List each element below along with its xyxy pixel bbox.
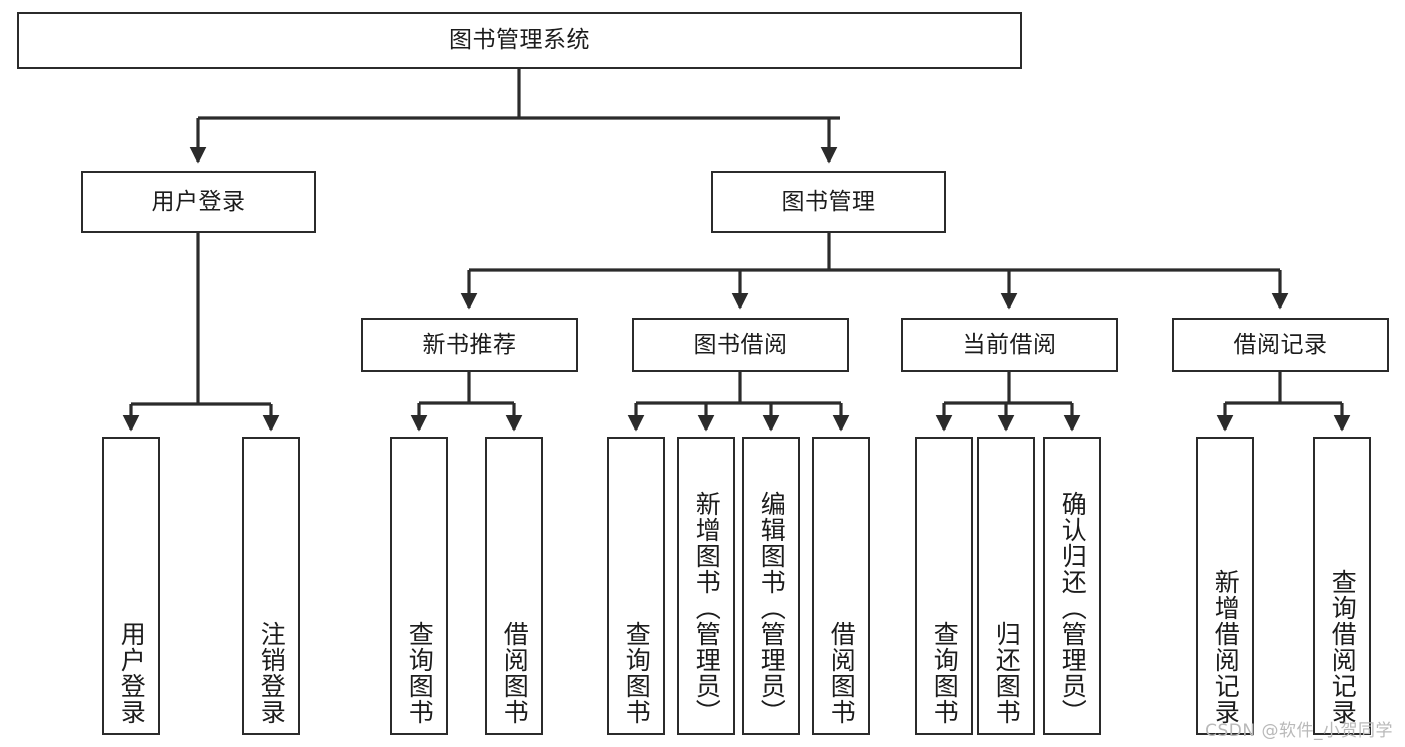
node-new-book-recommend[interactable]: 新书推荐	[361, 318, 578, 372]
leaf-records-add[interactable]: 新增借阅记录	[1196, 437, 1254, 735]
leaf-newbook-borrow-book[interactable]: 借阅图书	[485, 437, 543, 735]
leaf-user-login-label: 用户登录	[117, 621, 147, 725]
node-book-borrow-label: 图书借阅	[693, 331, 788, 358]
leaf-borrow-query-book[interactable]: 查询图书	[607, 437, 665, 735]
leaf-newbook-query-book-label: 查询图书	[405, 621, 435, 725]
leaf-records-add-label: 新增借阅记录	[1211, 569, 1241, 725]
node-root[interactable]: 图书管理系统	[17, 12, 1022, 69]
leaf-records-query[interactable]: 查询借阅记录	[1313, 437, 1371, 735]
leaf-current-confirm-return-label: 确认归还（管理员）	[1058, 491, 1088, 725]
leaf-current-query-book-label: 查询图书	[930, 621, 960, 725]
node-current-borrow[interactable]: 当前借阅	[901, 318, 1118, 372]
node-book-borrow[interactable]: 图书借阅	[632, 318, 849, 372]
leaf-user-logout[interactable]: 注销登录	[242, 437, 300, 735]
node-user-login-group[interactable]: 用户登录	[81, 171, 316, 233]
node-new-book-recommend-label: 新书推荐	[422, 331, 517, 358]
leaf-newbook-query-book[interactable]: 查询图书	[390, 437, 448, 735]
leaf-borrow-lend-book-label: 借阅图书	[827, 621, 857, 725]
node-borrow-records-label: 借阅记录	[1233, 331, 1328, 358]
node-book-management[interactable]: 图书管理	[711, 171, 946, 233]
node-user-login-group-label: 用户登录	[151, 188, 246, 215]
leaf-borrow-add-book[interactable]: 新增图书（管理员）	[677, 437, 735, 735]
watermark-text: CSDN @软件_小贺同学	[1205, 721, 1393, 741]
leaf-borrow-add-book-label: 新增图书（管理员）	[692, 491, 722, 725]
leaf-current-return-book-label: 归还图书	[992, 621, 1022, 725]
leaf-borrow-query-book-label: 查询图书	[622, 621, 652, 725]
leaf-borrow-lend-book[interactable]: 借阅图书	[812, 437, 870, 735]
leaf-records-query-label: 查询借阅记录	[1328, 569, 1358, 725]
leaf-newbook-borrow-book-label: 借阅图书	[500, 621, 530, 725]
node-book-management-label: 图书管理	[781, 188, 876, 215]
leaf-current-return-book[interactable]: 归还图书	[977, 437, 1035, 735]
node-current-borrow-label: 当前借阅	[962, 331, 1057, 358]
leaf-current-confirm-return[interactable]: 确认归还（管理员）	[1043, 437, 1101, 735]
leaf-current-query-book[interactable]: 查询图书	[915, 437, 973, 735]
leaf-borrow-edit-book-label: 编辑图书（管理员）	[757, 491, 787, 725]
node-borrow-records[interactable]: 借阅记录	[1172, 318, 1389, 372]
leaf-user-login[interactable]: 用户登录	[102, 437, 160, 735]
node-root-label: 图书管理系统	[449, 27, 590, 54]
leaf-borrow-edit-book[interactable]: 编辑图书（管理员）	[742, 437, 800, 735]
leaf-user-logout-label: 注销登录	[257, 621, 287, 725]
